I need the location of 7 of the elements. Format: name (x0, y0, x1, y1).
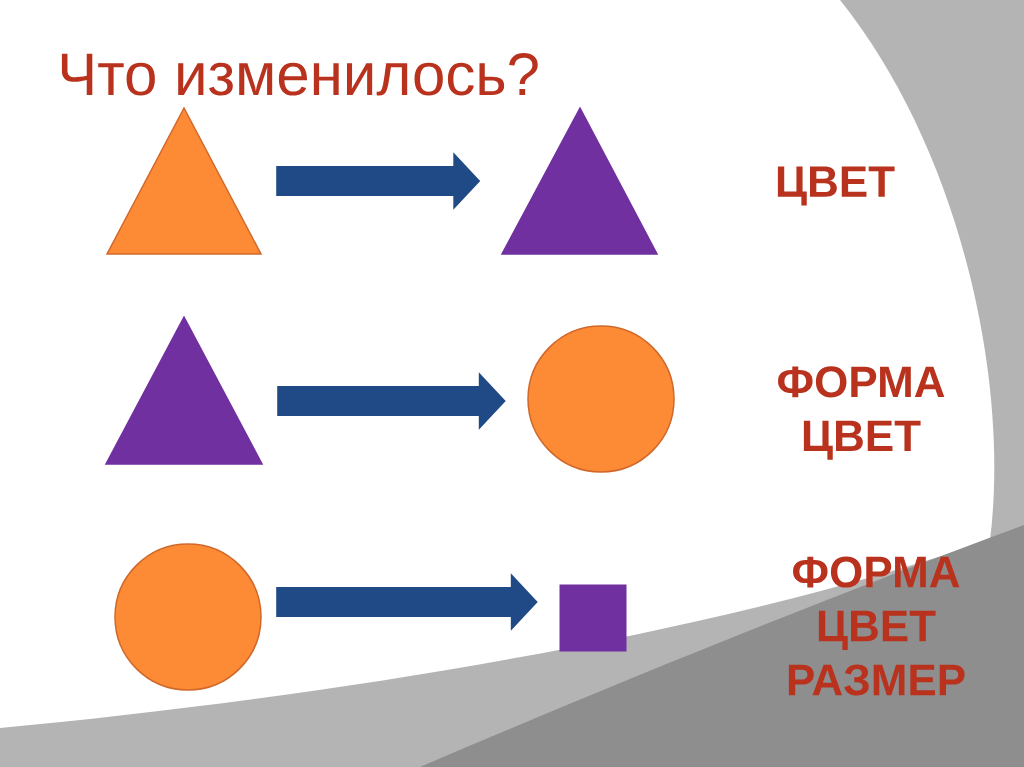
square-shape (559, 584, 627, 652)
label: ЦВЕТ (777, 166, 895, 206)
label: ФОРМА ЦВЕТ (778, 366, 945, 460)
circle-shape (114, 543, 262, 691)
label: ФОРМА ЦВЕТ РАЗМЕР (788, 556, 965, 696)
title: Что изменилось? (61, 53, 538, 96)
circle-shape (527, 325, 675, 473)
